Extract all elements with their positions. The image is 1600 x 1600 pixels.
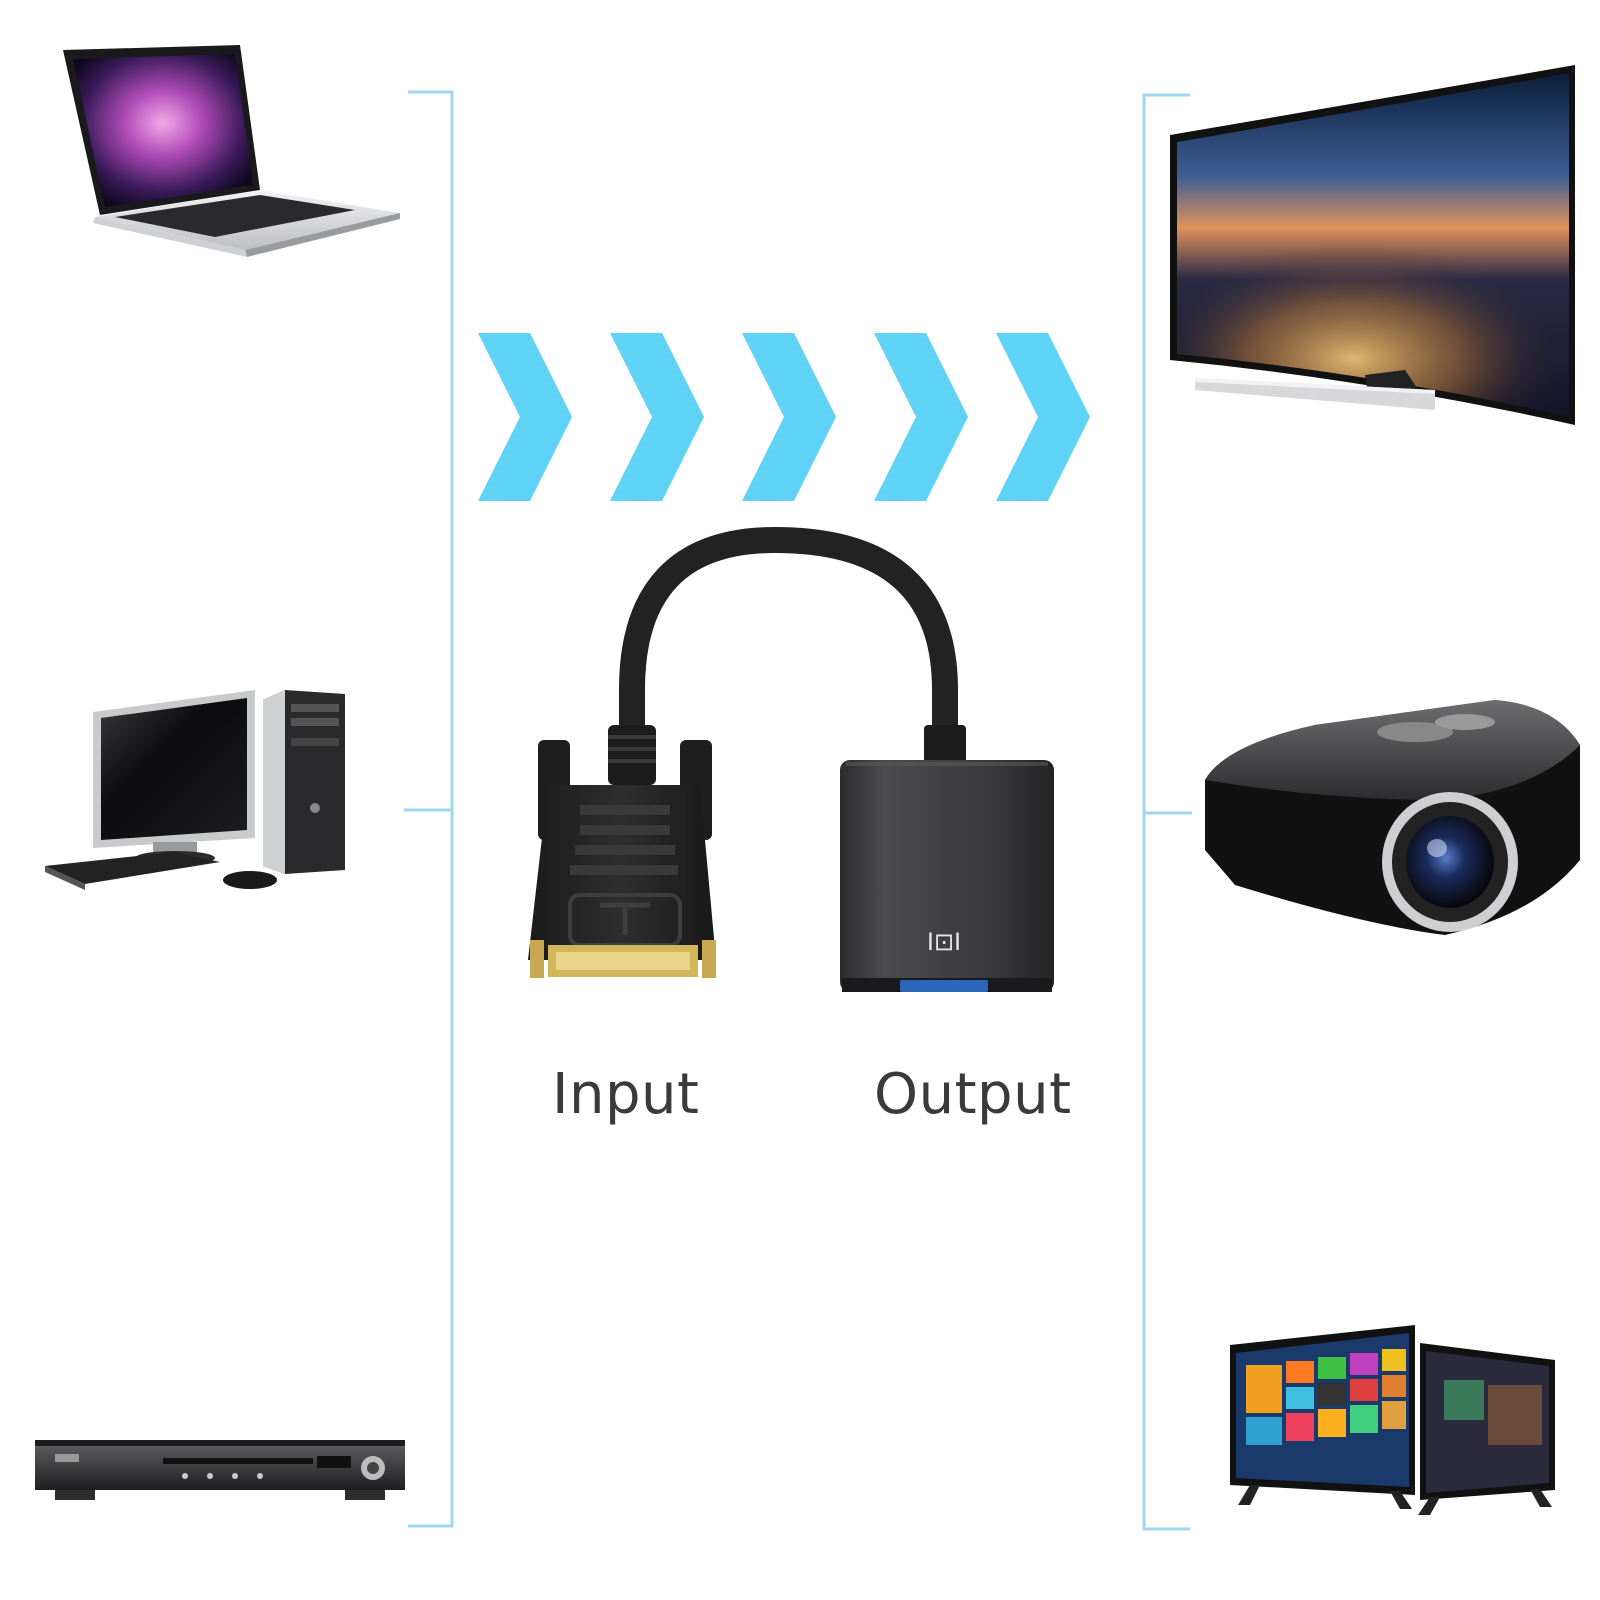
laptop-image bbox=[63, 45, 400, 257]
curved-tv-image bbox=[1170, 65, 1575, 425]
adapter-cable bbox=[619, 526, 958, 753]
vga-connector bbox=[840, 760, 1054, 992]
projector-image bbox=[1205, 700, 1580, 935]
smart-tv-image bbox=[1230, 1325, 1555, 1515]
flow-chevron-5 bbox=[996, 333, 1090, 501]
flow-chevron-4 bbox=[874, 333, 968, 501]
flow-chevron-3 bbox=[742, 333, 836, 501]
vga-port-icon: I⊡I bbox=[927, 928, 961, 956]
dvd-player-image bbox=[35, 1440, 405, 1500]
flow-chevron-1 bbox=[478, 333, 572, 501]
flow-chevron-2 bbox=[610, 333, 704, 501]
output-label: Output bbox=[874, 1062, 1072, 1127]
input-label: Input bbox=[552, 1062, 700, 1127]
dvi-to-vga-adapter-image: I⊡I bbox=[528, 526, 1054, 992]
desktop-computer-image bbox=[45, 690, 345, 890]
